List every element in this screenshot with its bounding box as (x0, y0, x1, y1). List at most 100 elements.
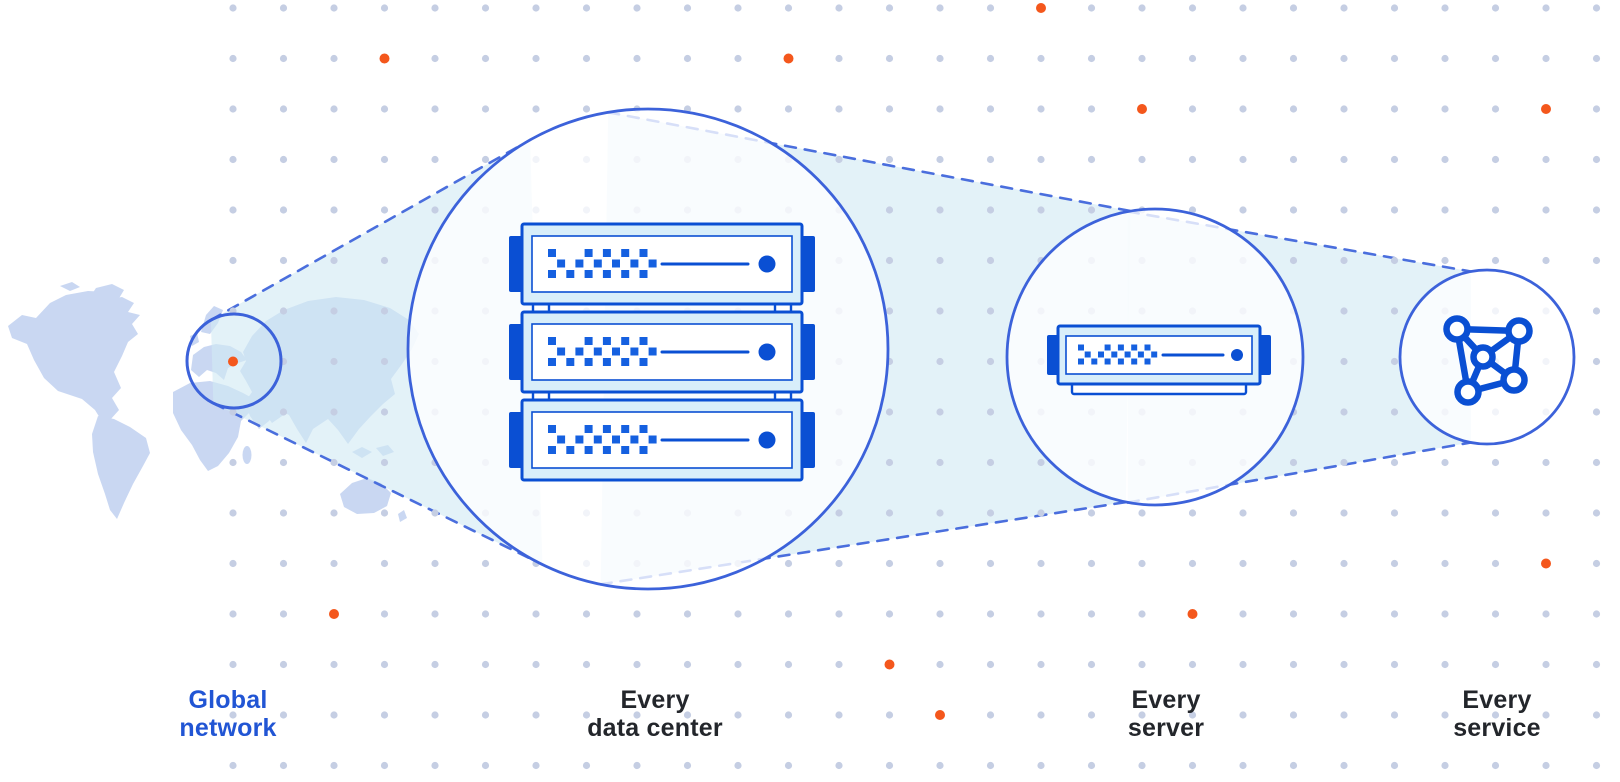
grid-dot (1390, 206, 1399, 214)
grid-dot (1087, 559, 1096, 568)
grid-dot (1592, 711, 1601, 719)
grid-dot (1037, 660, 1045, 669)
grid-dot (1542, 610, 1550, 618)
grid-dot (1087, 155, 1096, 164)
grid-dot (1390, 711, 1399, 719)
grid-dot (784, 559, 793, 568)
orange-grid-dot (329, 609, 339, 619)
grid-dot (1188, 711, 1197, 719)
grid-dot (330, 105, 338, 113)
grid-dot (1592, 509, 1601, 517)
grid-dot (1542, 458, 1550, 467)
grid-dot (279, 559, 288, 568)
grid-dot (380, 559, 389, 568)
grid-dot (1289, 206, 1298, 214)
grid-dot (986, 711, 995, 719)
globe-region-circle (185, 312, 283, 410)
grid-dot (1592, 54, 1601, 63)
grid-dot (936, 509, 944, 517)
grid-dot (380, 660, 389, 669)
grid-dot (1592, 458, 1601, 467)
grid-dot (835, 660, 843, 669)
grid-dot (1390, 458, 1399, 467)
grid-dot (885, 4, 894, 12)
grid-dot (229, 509, 237, 517)
grid-dot (1592, 4, 1601, 12)
grid-dot (1491, 610, 1500, 618)
grid-dot (1138, 559, 1146, 568)
grid-dot (986, 660, 995, 669)
grid-dot (1441, 509, 1449, 517)
grid-dot (1542, 4, 1550, 12)
grid-dot (481, 761, 490, 770)
grid-dot (380, 509, 389, 517)
grid-dot (1592, 357, 1601, 366)
grid-dot (229, 155, 237, 164)
grid-dot (1239, 610, 1247, 618)
grid-dot (279, 408, 288, 416)
grid-dot (481, 559, 490, 568)
grid-dot (936, 105, 944, 113)
grid-dot (734, 54, 742, 63)
grid-dot (1239, 761, 1247, 770)
grid-dot (1542, 54, 1550, 63)
caption-line: service (1453, 714, 1541, 742)
grid-dot (1340, 206, 1348, 214)
grid-dot (784, 610, 793, 618)
grid-dot (936, 408, 944, 416)
grid-dot (885, 509, 894, 517)
grid-dot (1390, 4, 1399, 12)
grid-dot (835, 4, 843, 12)
grid-dot (835, 610, 843, 618)
grid-dot (229, 559, 237, 568)
grid-dot (431, 155, 439, 164)
grid-dot (1239, 4, 1247, 12)
grid-dot (1138, 660, 1146, 669)
grid-dot (1289, 155, 1298, 164)
grid-dot (229, 761, 237, 770)
grid-dot (1037, 105, 1045, 113)
orange-grid-dot (1541, 104, 1551, 114)
grid-dot (1289, 256, 1298, 265)
grid-dot (734, 761, 742, 770)
grid-dot (1491, 559, 1500, 568)
caption-line: Every (1462, 686, 1532, 714)
grid-dot (936, 206, 944, 214)
grid-dot (1592, 307, 1601, 315)
grid-dot (633, 54, 641, 63)
server-rack-icon (509, 222, 815, 482)
grid-dot (1289, 711, 1298, 719)
grid-dot (1188, 559, 1197, 568)
grid-dot (1390, 559, 1399, 568)
grid-dot (835, 711, 843, 719)
grid-dot (330, 559, 338, 568)
grid-dot (229, 408, 237, 416)
caption-line: Global (188, 686, 268, 714)
grid-dot (885, 761, 894, 770)
grid-dot (1542, 761, 1550, 770)
grid-dot (1289, 54, 1298, 63)
grid-dot (1491, 54, 1500, 63)
grid-dot (1188, 155, 1197, 164)
grid-dot (1340, 256, 1348, 265)
grid-dot (1037, 610, 1045, 618)
grid-dot (1138, 610, 1146, 618)
grid-dot (380, 761, 389, 770)
grid-dot (835, 761, 843, 770)
grid-dot (1491, 761, 1500, 770)
grid-dot (431, 4, 439, 12)
grid-dot (279, 307, 288, 315)
grid-dot (279, 458, 288, 467)
grid-dot (1340, 761, 1348, 770)
grid-dot (885, 105, 894, 113)
caption-line: Every (1131, 686, 1201, 714)
grid-dot (885, 206, 894, 214)
grid-dot (1239, 559, 1247, 568)
grid-dot (1087, 54, 1096, 63)
grid-dot (279, 761, 288, 770)
grid-dot (431, 206, 439, 214)
grid-dot (1289, 660, 1298, 669)
grid-dot (1037, 559, 1045, 568)
grid-dot (1592, 155, 1601, 164)
